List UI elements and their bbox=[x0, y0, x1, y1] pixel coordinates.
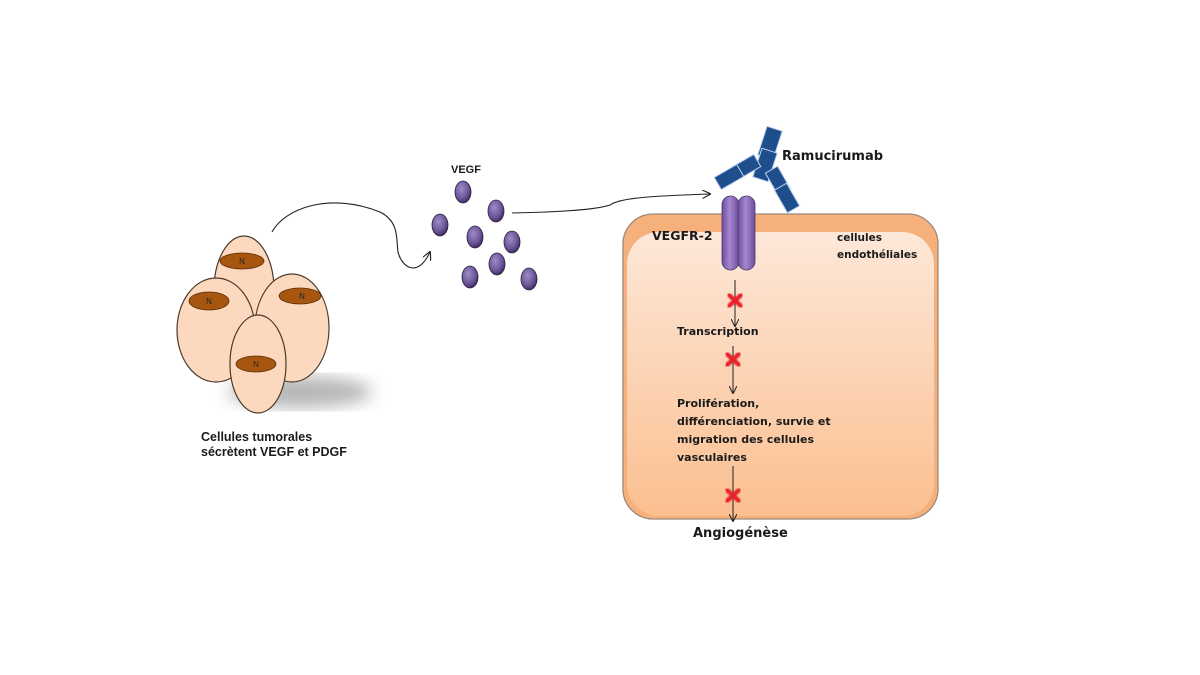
vegf-particle bbox=[487, 199, 505, 223]
inhibition-mark bbox=[724, 351, 742, 368]
nucleus-label: N bbox=[239, 257, 245, 266]
proliferation-label-line3: migration des cellules bbox=[677, 433, 814, 446]
proliferation-label-line1: Prolifération, bbox=[677, 397, 759, 410]
nucleus-label: N bbox=[253, 360, 259, 369]
vegf-particle bbox=[520, 267, 538, 291]
secretion-arrow bbox=[271, 202, 430, 269]
endothelial-cytoplasm bbox=[627, 232, 934, 516]
inhibition-mark bbox=[724, 487, 742, 504]
transcription-label: Transcription bbox=[677, 325, 759, 338]
nucleus bbox=[235, 355, 277, 373]
vegfr2-receptor bbox=[721, 195, 756, 271]
nucleus-label: N bbox=[299, 292, 305, 301]
inhibition-mark bbox=[726, 292, 744, 309]
vegf-particle bbox=[503, 230, 521, 254]
tumor-cells-label-line1: Cellules tumorales bbox=[201, 430, 312, 444]
nucleus-label: N bbox=[206, 297, 212, 306]
ramucirumab-antibody bbox=[713, 125, 801, 214]
endothelial-label-line1: cellules bbox=[837, 232, 882, 244]
endothelial-label-line2: endothéliales bbox=[837, 249, 917, 261]
tumor-cell-cluster: N N N N bbox=[176, 235, 372, 414]
vegf-particle bbox=[488, 252, 506, 276]
ramucirumab-label: Ramucirumab bbox=[782, 149, 883, 164]
proliferation-label-line2: différenciation, survie et bbox=[677, 415, 831, 428]
binding-arrow bbox=[511, 194, 710, 214]
vegf-particle bbox=[454, 180, 472, 204]
nucleus bbox=[188, 291, 230, 311]
vegf-particle bbox=[466, 225, 484, 249]
vegf-particle bbox=[461, 265, 479, 289]
angiogenesis-label: Angiogénèse bbox=[693, 526, 788, 541]
vegf-particle bbox=[431, 213, 449, 237]
nucleus bbox=[278, 287, 322, 305]
tumor-cells-label-line2: sécrètent VEGF et PDGF bbox=[201, 445, 347, 459]
tumor-cell: N bbox=[229, 314, 287, 414]
vegf-label: VEGF bbox=[451, 164, 481, 176]
nucleus bbox=[219, 252, 265, 270]
vegf-particles bbox=[431, 180, 538, 291]
endothelial-cell bbox=[622, 213, 939, 520]
vegfr2-label: VEGFR-2 bbox=[652, 228, 713, 243]
proliferation-label-line4: vasculaires bbox=[677, 451, 747, 464]
